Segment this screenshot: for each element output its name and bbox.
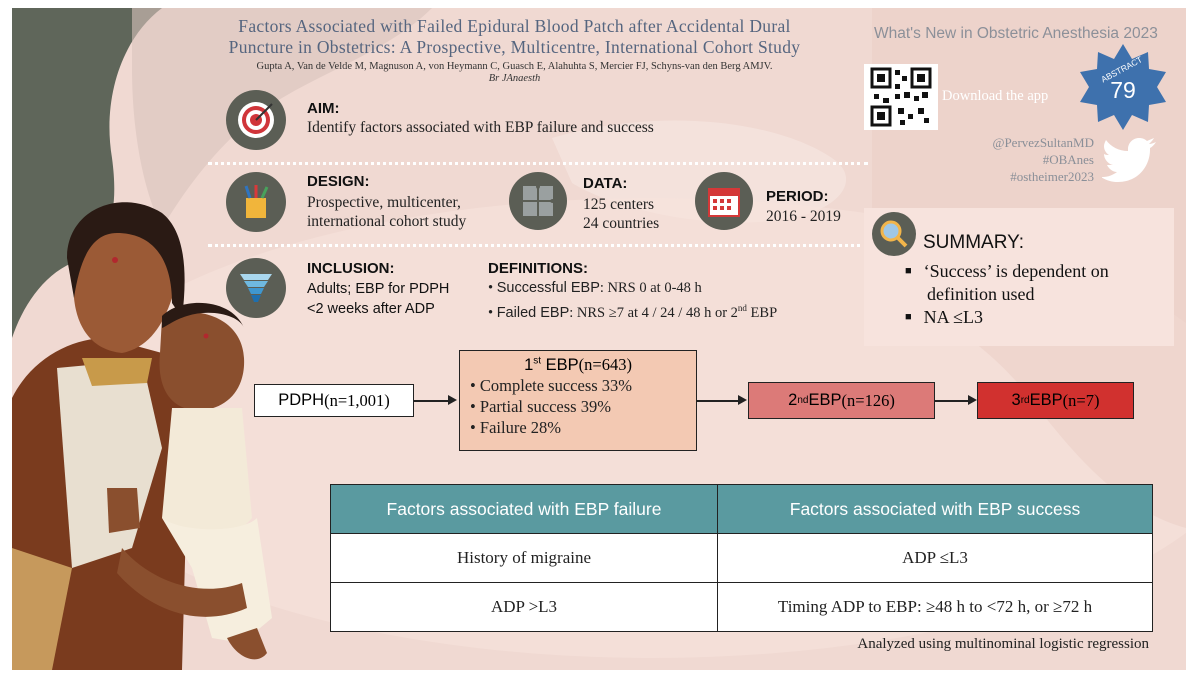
design-line-1: Prospective, multicenter, bbox=[307, 194, 461, 211]
definition-failed: • Failed EBP: NRS ≥7 at 4 / 24 / 48 h or… bbox=[488, 303, 778, 321]
aim-label: AIM: bbox=[307, 100, 340, 117]
abstract-badge-number: 79 bbox=[1110, 77, 1136, 103]
table-cell: ADP >L3 bbox=[330, 582, 718, 632]
summary-label: SUMMARY: bbox=[923, 232, 1025, 253]
poster-title: Factors Associated with Failed Epidural … bbox=[187, 16, 842, 58]
table-cell: ADP ≤L3 bbox=[717, 533, 1153, 583]
divider-2 bbox=[208, 244, 868, 247]
summary-item-1: ■‘Success’ is dependent on bbox=[905, 261, 1109, 281]
inclusion-text: Adults; EBP for PDPH <2 weeks after ADP bbox=[307, 279, 449, 319]
calendar-icon bbox=[695, 172, 753, 230]
arrow-2-head bbox=[738, 395, 747, 405]
title-line-1: Factors Associated with Failed Epidural … bbox=[238, 16, 791, 36]
inclusion-line-2: <2 weeks after ADP bbox=[307, 301, 435, 317]
pdph-label: PDPH bbox=[278, 391, 325, 409]
design-line-2: international cohort study bbox=[307, 213, 467, 230]
pdph-count: (n=1,001) bbox=[324, 390, 390, 410]
journal: Br JAnaesth bbox=[488, 73, 541, 84]
partial-success: • Partial success 39% bbox=[470, 397, 611, 416]
summary-item-1-cont: definition used bbox=[927, 284, 1035, 304]
inclusion-line-1: Adults; EBP for PDPH bbox=[307, 281, 450, 297]
twitter-handle[interactable]: @PervezSultanMD bbox=[992, 135, 1094, 150]
table-row: History of migraine ADP ≤L3 bbox=[330, 533, 1153, 583]
footnote: Analyzed using multinominal logistic reg… bbox=[857, 636, 1149, 652]
design-text: Prospective, multicenter, international … bbox=[307, 193, 466, 231]
target-icon bbox=[226, 90, 286, 150]
funnel-icon bbox=[226, 258, 286, 318]
twitter-icon[interactable] bbox=[1102, 136, 1158, 182]
magnifier-icon bbox=[872, 212, 916, 256]
infographic-canvas: Factors Associated with Failed Epidural … bbox=[12, 8, 1186, 670]
authors: Gupta A, Van de Velde M, Magnuson A, von… bbox=[256, 61, 773, 72]
puzzle-icon bbox=[509, 172, 567, 230]
definitions-label: DEFINITIONS: bbox=[488, 260, 588, 277]
mother-child-illustration bbox=[12, 202, 272, 670]
arrow-1-head bbox=[448, 395, 457, 405]
download-app-link[interactable]: Download the app bbox=[942, 88, 1049, 104]
header-failure: Factors associated with EBP failure bbox=[330, 484, 718, 534]
pdph-box: PDPH(n=1,001) bbox=[254, 384, 414, 417]
arrow-1 bbox=[414, 400, 450, 402]
first-ebp-title: 1st EBP(n=643) bbox=[524, 355, 632, 374]
definition-success: • Successful EBP: NRS 0 at 0-48 h bbox=[488, 280, 702, 296]
table-header-row: Factors associated with EBP failure Fact… bbox=[330, 484, 1153, 534]
period-text: 2016 - 2019 bbox=[766, 208, 841, 225]
arrow-2 bbox=[697, 400, 739, 402]
pencil-cup-icon bbox=[226, 172, 286, 232]
arrow-3-head bbox=[968, 395, 977, 405]
data-line-2: 24 countries bbox=[583, 215, 660, 232]
table-cell: History of migraine bbox=[330, 533, 718, 583]
data-text: 125 centers 24 countries bbox=[583, 195, 659, 233]
table-cell: Timing ADP to EBP: ≥48 h to <72 h, or ≥7… bbox=[717, 582, 1153, 632]
qr-code-icon bbox=[870, 67, 932, 127]
brand-title: What's New in Obstetric Anesthesia 2023 bbox=[874, 25, 1158, 42]
period-label: PERIOD: bbox=[766, 188, 829, 205]
data-line-1: 125 centers bbox=[583, 196, 655, 213]
divider-1 bbox=[208, 162, 868, 165]
summary-item-2: ■NA ≤L3 bbox=[905, 307, 984, 327]
header-success: Factors associated with EBP success bbox=[717, 484, 1153, 534]
data-label: DATA: bbox=[583, 175, 628, 192]
complete-success: • Complete success 33% bbox=[470, 376, 633, 395]
aim-text: Identify factors associated with EBP fai… bbox=[307, 119, 654, 136]
definitions-list: • Successful EBP: NRS 0 at 0-48 h • Fail… bbox=[488, 278, 777, 323]
table-row: ADP >L3 Timing ADP to EBP: ≥48 h to <72 … bbox=[330, 582, 1153, 632]
design-label: DESIGN: bbox=[307, 173, 370, 190]
qr-code[interactable] bbox=[864, 64, 938, 130]
title-line-2: Puncture in Obstetrics: A Prospective, M… bbox=[228, 37, 801, 57]
factors-table: Factors associated with EBP failure Fact… bbox=[330, 484, 1153, 632]
inclusion-label: INCLUSION: bbox=[307, 260, 395, 277]
failure: • Failure 28% bbox=[470, 418, 562, 437]
abstract-badge: ABSTRACT 79 bbox=[1080, 44, 1166, 130]
first-ebp-items: • Complete success 33% • Partial success… bbox=[470, 375, 696, 438]
arrow-3 bbox=[935, 400, 969, 402]
hashtag-obanes[interactable]: #OBAnes bbox=[1042, 152, 1094, 167]
social-handles: @PervezSultanMD #OBAnes #ostheimer2023 bbox=[972, 134, 1094, 185]
hashtag-ostheimer[interactable]: #ostheimer2023 bbox=[1010, 169, 1094, 184]
first-ebp-box: 1st EBP(n=643) • Complete success 33% • … bbox=[459, 350, 697, 451]
summary-list: ■‘Success’ is dependent on definition us… bbox=[905, 260, 1109, 329]
